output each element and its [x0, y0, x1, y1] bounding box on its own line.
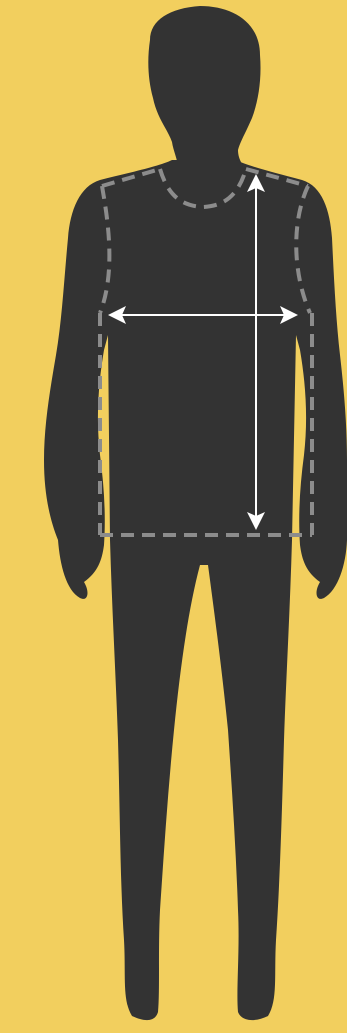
size-guide-canvas [0, 0, 347, 1033]
size-guide-diagram [0, 0, 347, 1033]
